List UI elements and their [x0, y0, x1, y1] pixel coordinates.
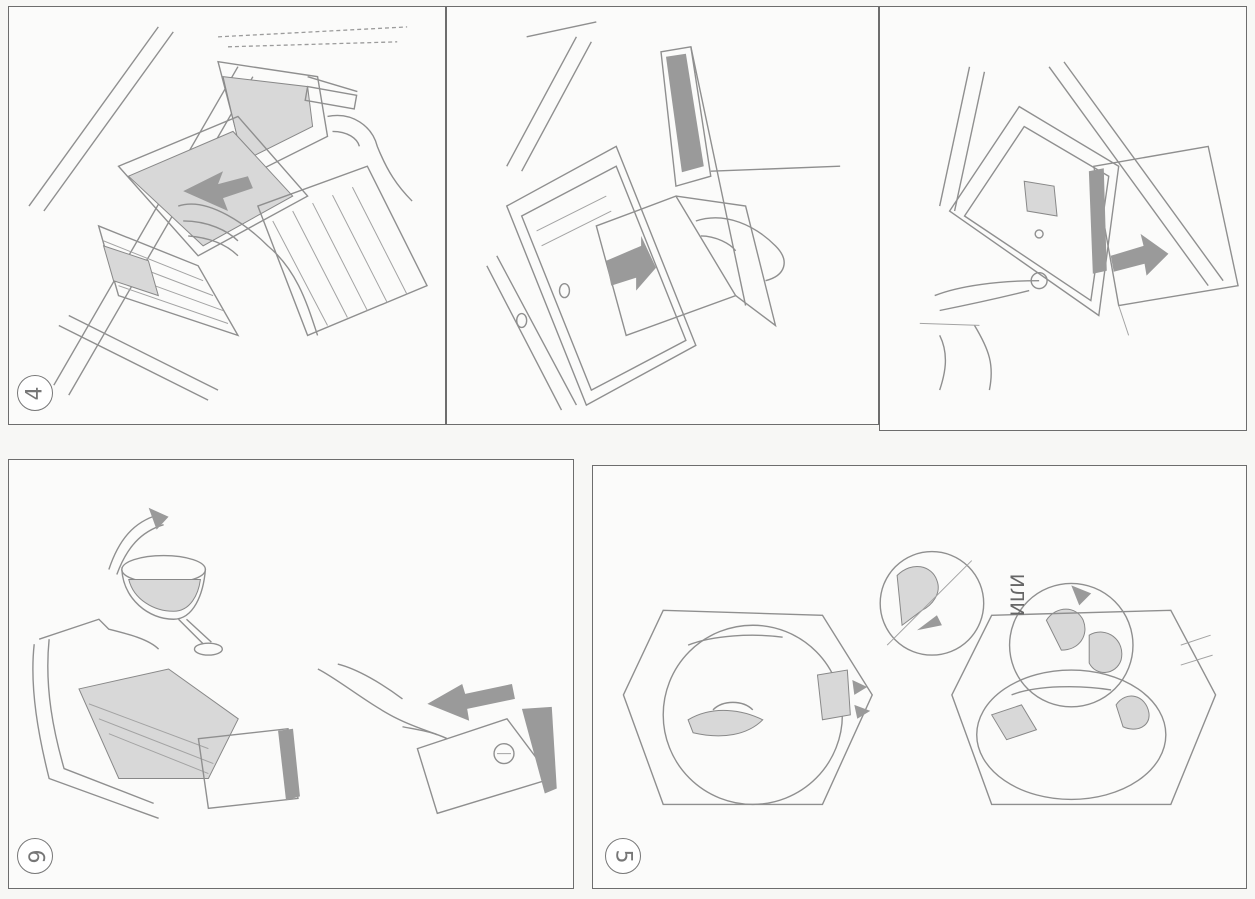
panel-step-5-cavity: ИЛИ 5 [592, 465, 1247, 889]
illustration-open-cover [447, 7, 878, 424]
step-5-badge: 5 [605, 838, 641, 874]
step-5-number: 5 [611, 849, 636, 863]
panel-step-6-rinse: 6 [8, 459, 574, 889]
illustration-rinse [9, 460, 573, 888]
illustration-cavity [593, 466, 1246, 888]
step-4-badge: 4 [17, 375, 53, 411]
illustration-insert-filter [9, 7, 445, 424]
illustration-press-release [880, 7, 1246, 430]
step-6-badge: 6 [17, 838, 53, 874]
panel-open-cover [446, 6, 879, 425]
step-4-number: 4 [23, 386, 48, 400]
panel-step-4-insert-filter: 4 [8, 6, 446, 425]
panel-press-release [879, 6, 1247, 431]
or-label: ИЛИ [1005, 574, 1027, 617]
step-6-number: 6 [23, 849, 48, 863]
